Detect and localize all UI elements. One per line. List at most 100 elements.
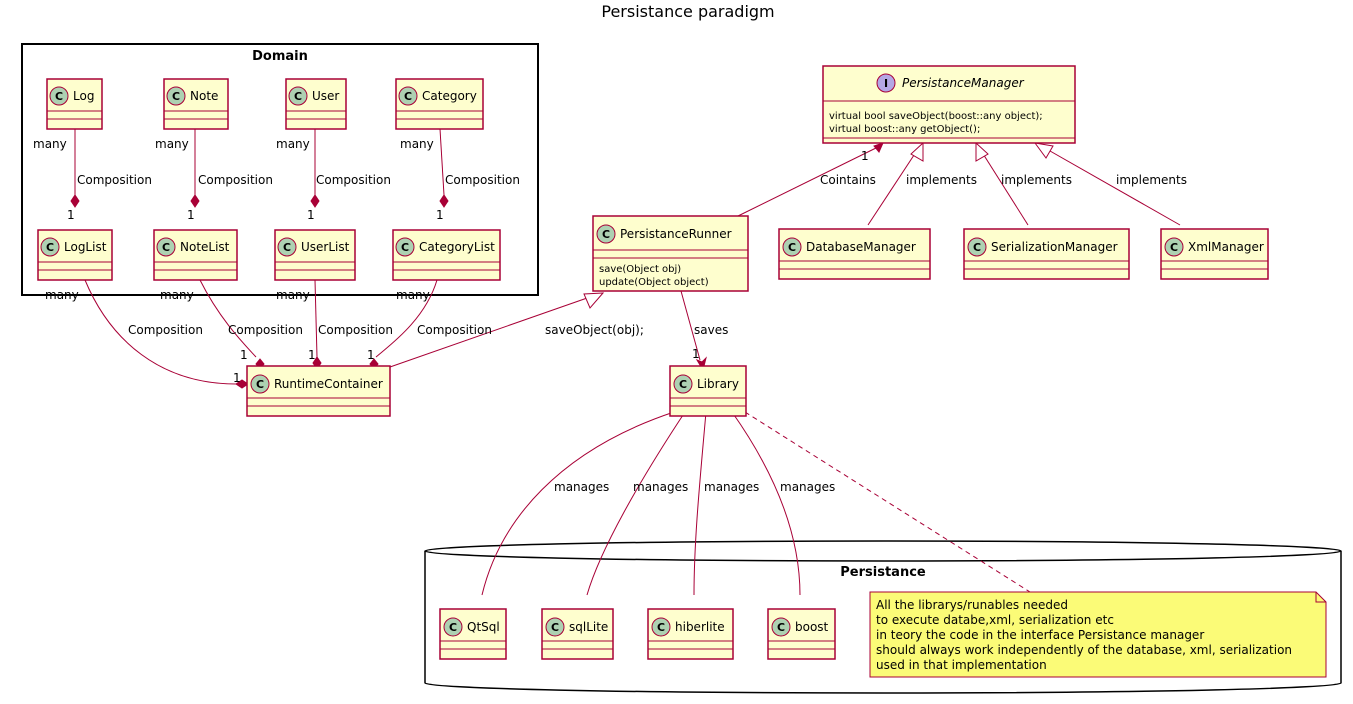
class-name: User: [312, 89, 339, 103]
note-line: used in that implementation: [876, 658, 1047, 672]
lbl-comp-categorylist: Composition: [417, 323, 492, 337]
class-serialization-manager: C SerializationManager: [963, 228, 1130, 280]
mult-loglist: 1: [67, 208, 75, 222]
class-name: CategoryList: [419, 240, 495, 254]
mult-runtime-category: 1: [367, 348, 375, 362]
note-line: All the librarys/runables needed: [876, 598, 1068, 612]
class-xml-manager: C XmlManager: [1160, 228, 1269, 280]
lbl-comp-note: Composition: [198, 173, 273, 187]
interface-stereotype-icon: I: [884, 77, 888, 90]
class-hiberlite: C hiberlite: [647, 608, 734, 660]
lbl-comp-notelist: Composition: [228, 323, 303, 337]
lbl-manages-hiberlite: manages: [704, 480, 759, 494]
class-name: QtSql: [467, 620, 500, 634]
persistance-package-title: Persistance: [840, 565, 926, 580]
class-userlist: C UserList: [274, 229, 356, 281]
class-stereotype-icon: C: [55, 90, 63, 103]
class-qtsql: C QtSql: [439, 608, 507, 660]
class-name: hiberlite: [675, 620, 725, 634]
mult-notelist: 1: [187, 208, 195, 222]
class-name: XmlManager: [1188, 240, 1264, 254]
note-line: to execute databe,xml, serialization etc: [876, 613, 1114, 627]
class-persistance-runner: C PersistanceRunner save(Object obj) upd…: [592, 215, 749, 292]
lbl-impl-xml: implements: [1116, 173, 1187, 187]
class-notelist: C NoteList: [153, 229, 238, 281]
mult-notelist-many: many: [160, 288, 194, 302]
lbl-manages-qtsql: manages: [554, 480, 609, 494]
class-name: Category: [422, 89, 477, 103]
diagram-title: Persistance paradigm: [601, 2, 774, 21]
method-save: save(Object obj): [599, 264, 681, 275]
class-stereotype-icon: C: [777, 621, 785, 634]
mult-manager: 1: [861, 149, 869, 163]
class-stereotype-icon: C: [172, 90, 180, 103]
mult-runtime-note: 1: [240, 348, 248, 362]
class-loglist: C LogList: [37, 229, 113, 281]
lbl-impl-ser: implements: [1001, 173, 1072, 187]
class-name: Log: [73, 89, 94, 103]
class-library: C Library: [669, 365, 747, 417]
class-database-manager: C DatabaseManager: [778, 228, 931, 280]
class-categorylist: C CategoryList: [392, 229, 501, 281]
lbl-saveobject: saveObject(obj);: [545, 323, 644, 337]
lbl-impl-db: implements: [906, 173, 977, 187]
mult-runtime-log: 1: [233, 371, 241, 385]
class-runtime-container: C RuntimeContainer: [246, 365, 391, 417]
lbl-comp-log: Composition: [77, 173, 152, 187]
note-link: [744, 411, 1031, 593]
class-stereotype-icon: C: [404, 90, 412, 103]
lbl-comp-category: Composition: [445, 173, 520, 187]
class-name: LogList: [64, 240, 107, 254]
class-name: sqlLite: [569, 620, 608, 634]
class-stereotype-icon: C: [401, 241, 409, 254]
class-category: C Category: [395, 78, 484, 130]
lbl-manages-sqllite: manages: [633, 480, 688, 494]
class-log: C Log: [46, 78, 103, 130]
class-note: C Note: [163, 78, 229, 130]
note-line: in teory the code in the interface Persi…: [876, 628, 1204, 642]
class-name: DatabaseManager: [806, 240, 916, 254]
mult-log: many: [33, 137, 67, 151]
mult-categorylist: 1: [436, 208, 444, 222]
class-stereotype-icon: C: [788, 241, 796, 254]
edges: [74, 128, 1181, 596]
interface-persistance-manager: I PersistanceManager virtual bool saveOb…: [822, 65, 1076, 144]
class-stereotype-icon: C: [283, 241, 291, 254]
class-stereotype-icon: C: [449, 621, 457, 634]
class-name: Library: [697, 377, 739, 391]
mult-categorylist-many: many: [396, 288, 430, 302]
method-getobject: virtual boost::any getObject();: [829, 124, 980, 135]
class-stereotype-icon: C: [1170, 241, 1178, 254]
class-stereotype-icon: C: [679, 378, 687, 391]
class-name: Note: [190, 89, 218, 103]
mult-userlist: 1: [307, 208, 315, 222]
lbl-manages-boost: manages: [780, 480, 835, 494]
method-saveobject: virtual bool saveObject(boost::any objec…: [829, 111, 1043, 122]
inheritance-arrows: [583, 141, 1054, 309]
mult-library: 1: [692, 347, 700, 361]
class-stereotype-icon: C: [162, 241, 170, 254]
class-user: C User: [285, 78, 347, 130]
lbl-comp-loglist: Composition: [128, 323, 203, 337]
composition-diamonds: [70, 194, 449, 389]
domain-package-title: Domain: [252, 49, 308, 64]
class-stereotype-icon: C: [46, 241, 54, 254]
class-stereotype-icon: C: [657, 621, 665, 634]
mult-runtime-user: 1: [308, 348, 316, 362]
class-name: PersistanceManager: [902, 76, 1025, 90]
class-sqllite: C sqlLite: [541, 608, 614, 660]
class-stereotype-icon: C: [551, 621, 559, 634]
class-name: NoteList: [180, 240, 230, 254]
lbl-cointains: Cointains: [820, 173, 876, 187]
mult-note: many: [155, 137, 189, 151]
class-stereotype-icon: C: [602, 228, 610, 241]
class-stereotype-icon: C: [256, 378, 264, 391]
mult-userlist-many: many: [276, 288, 310, 302]
method-update: update(Object object): [599, 277, 709, 288]
class-name: PersistanceRunner: [620, 227, 732, 241]
persistance-package: Persistance: [424, 540, 1342, 694]
note-line: should always work independently of the …: [876, 643, 1292, 657]
edge-labels: many 1 Composition many 1 Composition ma…: [33, 137, 1187, 494]
class-name: UserList: [301, 240, 350, 254]
